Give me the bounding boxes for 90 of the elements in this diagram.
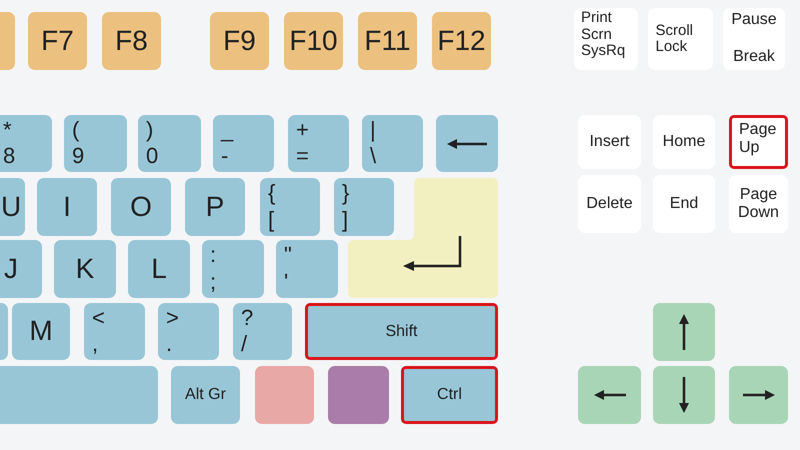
key-legend: O xyxy=(130,192,152,222)
key xyxy=(64,115,127,172)
key xyxy=(111,178,171,236)
key-legend: > xyxy=(166,306,219,330)
key xyxy=(432,12,491,70)
key-legend: L xyxy=(151,254,167,284)
key-label: Shift xyxy=(385,322,418,340)
key-label: Delete xyxy=(586,195,633,213)
key-legend: ' xyxy=(284,270,338,294)
key-legend: ) xyxy=(146,118,201,142)
key-legend: : xyxy=(210,243,264,268)
key-label: Ctrl xyxy=(437,386,462,404)
key xyxy=(401,366,498,424)
key-legend: J xyxy=(4,254,18,284)
key-label: Home xyxy=(662,133,706,151)
key-legend: I xyxy=(63,192,71,222)
key xyxy=(0,366,158,424)
key xyxy=(328,366,389,424)
key xyxy=(185,178,245,236)
key-legend: { xyxy=(268,181,320,206)
key-label: Page Down xyxy=(737,186,780,222)
key-label: Pause xyxy=(731,11,777,29)
key-legend: F7 xyxy=(41,26,74,56)
key xyxy=(128,240,190,298)
key xyxy=(54,240,116,298)
key-legend: | xyxy=(370,118,423,142)
key-legend: 0 xyxy=(146,144,201,168)
key-legend: F8 xyxy=(115,26,148,56)
key xyxy=(84,303,145,360)
key-legend: / xyxy=(241,332,292,356)
key xyxy=(171,366,240,424)
key xyxy=(653,366,715,424)
key xyxy=(334,178,394,236)
key xyxy=(0,115,52,172)
key xyxy=(37,178,97,236)
key xyxy=(284,12,343,70)
key-legend: [ xyxy=(268,208,320,232)
key-legend: U xyxy=(1,192,22,222)
key xyxy=(305,303,498,360)
key xyxy=(102,12,161,70)
key-legend: F12 xyxy=(437,26,486,56)
key-legend: P xyxy=(206,192,224,222)
key-legend: , xyxy=(92,332,145,356)
key-legend: _ xyxy=(221,118,274,142)
key xyxy=(213,115,274,172)
key-legend: 9 xyxy=(72,144,127,168)
key-legend: . xyxy=(166,332,219,356)
key-legend: } xyxy=(342,181,394,206)
key-legend: < xyxy=(92,306,145,330)
key xyxy=(729,115,788,169)
key-legend: F10 xyxy=(289,26,338,56)
key-legend: " xyxy=(284,243,338,268)
key xyxy=(260,178,320,236)
key-label: Insert xyxy=(589,133,630,151)
key xyxy=(12,303,70,360)
key-legend: M xyxy=(29,316,53,347)
key-legend: = xyxy=(296,144,349,168)
key xyxy=(653,303,715,361)
key-label: Page Up xyxy=(739,121,778,156)
key xyxy=(158,303,219,360)
key-label: Scroll Lock xyxy=(656,22,694,56)
key xyxy=(210,12,269,70)
key xyxy=(255,366,314,424)
key xyxy=(138,115,201,172)
key-legend: ; xyxy=(210,270,264,294)
key-legend: F11 xyxy=(364,26,411,56)
key-legend: 8 xyxy=(3,144,52,168)
key xyxy=(233,303,292,360)
key xyxy=(276,240,338,298)
key-legend: + xyxy=(296,118,349,142)
key-label: End xyxy=(670,195,698,213)
key-legend: ] xyxy=(342,208,394,232)
key-legend: F9 xyxy=(223,26,256,56)
key xyxy=(729,366,788,424)
key xyxy=(578,366,641,424)
key-legend: K xyxy=(76,254,94,284)
key-legend: ? xyxy=(241,306,292,330)
key xyxy=(288,115,349,172)
key-label: Alt Gr xyxy=(185,386,226,404)
key-legend: ( xyxy=(72,118,127,142)
key xyxy=(358,12,417,70)
key-legend: \ xyxy=(370,144,423,168)
key xyxy=(202,240,264,298)
key-label: Print Scrn SysRq xyxy=(581,10,626,60)
key xyxy=(362,115,423,172)
key xyxy=(28,12,87,70)
key xyxy=(436,115,498,172)
key-legend: - xyxy=(221,144,274,168)
key-label: Break xyxy=(733,48,775,66)
key-legend: * xyxy=(3,118,52,142)
